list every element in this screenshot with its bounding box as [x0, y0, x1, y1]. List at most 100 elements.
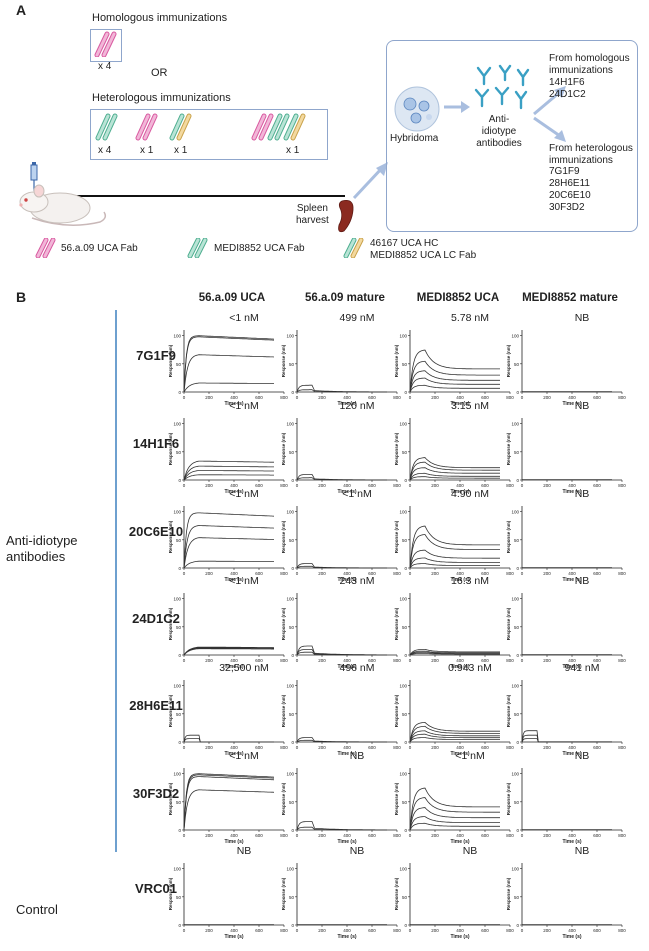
legend-label-hybrid: 46167 UCA HC MEDI8852 UCA LC Fab	[370, 238, 477, 261]
sensorgram-curve	[409, 652, 500, 656]
x-tick-label: 800	[618, 928, 626, 933]
x-axis-label: Time (s)	[450, 401, 469, 407]
y-tick-label: 100	[286, 510, 294, 515]
x-axis-label: Time (s)	[562, 751, 581, 757]
x-tick-label: 200	[431, 395, 439, 400]
y-tick-label: 50	[176, 895, 182, 900]
x-tick-label: 0	[409, 833, 412, 838]
x-tick-label: 800	[618, 395, 626, 400]
x-tick-label: 400	[230, 658, 238, 663]
sensorgram-curve	[409, 730, 501, 743]
y-tick-label: 50	[402, 800, 408, 805]
sensorgram-curve	[409, 467, 500, 481]
x-tick-label: 600	[368, 395, 376, 400]
mixed-fab-icons	[251, 113, 306, 141]
y-tick-label: 0	[291, 478, 294, 483]
y-tick-label: 0	[291, 828, 294, 833]
y-tick-label: 0	[516, 923, 519, 928]
x-tick-label: 200	[431, 833, 439, 838]
x-tick-label: 600	[368, 928, 376, 933]
y-axis-label: Response (nm)	[394, 782, 399, 815]
sensorgram-curve	[183, 647, 274, 656]
group-bracket	[115, 310, 117, 852]
sensorgram-curve	[183, 474, 274, 481]
kd-value: 243 nM	[339, 575, 375, 587]
heterologous-count-2: x 1	[140, 145, 154, 156]
x-tick-label: 800	[280, 745, 288, 750]
x-tick-label: 600	[255, 928, 263, 933]
sensorgram-curve	[409, 384, 500, 393]
x-tick-label: 0	[521, 833, 524, 838]
split-arrows	[533, 86, 566, 142]
y-tick-label: 0	[291, 923, 294, 928]
kd-value: NB	[349, 845, 365, 857]
x-tick-label: 400	[568, 658, 576, 663]
x-tick-label: 400	[343, 395, 351, 400]
group-label: Anti-idiotype antibodies	[6, 533, 78, 564]
legend-label-56-uca: 56.a.09 UCA Fab	[61, 243, 138, 254]
sensorgram-curve	[296, 651, 387, 656]
y-tick-label: 50	[176, 625, 182, 630]
sensorgram-curve	[296, 737, 388, 743]
sensorgram-curve	[409, 472, 500, 481]
y-tick-label: 100	[173, 867, 181, 872]
legend-label-medi-uca: MEDI8852 UCA Fab	[214, 243, 305, 254]
sensorgram-curve	[296, 645, 387, 656]
x-tick-label: 200	[543, 483, 551, 488]
y-tick-label: 50	[289, 362, 295, 367]
y-axis-label: Response (nm)	[394, 877, 399, 910]
y-axis-label: Response (nm)	[168, 344, 173, 377]
x-tick-label: 800	[506, 483, 514, 488]
kd-value: NB	[574, 312, 590, 324]
sensorgram-curve	[521, 738, 612, 743]
y-axis-label: Response (nm)	[506, 782, 511, 815]
x-axis-label: Time (s)	[224, 839, 243, 845]
y-tick-label: 0	[178, 390, 181, 395]
x-tick-label: 600	[368, 745, 376, 750]
sensorgram-curve	[183, 470, 274, 481]
hybridoma-label: Hybridoma	[390, 133, 439, 144]
y-tick-label: 50	[402, 450, 408, 455]
from-heterologous-item-4: 30F3D2	[549, 202, 585, 213]
y-axis-label: Response (nm)	[168, 520, 173, 553]
anti-idiotype-label: Anti- idiotype antibodies	[476, 114, 522, 149]
sensorgram-curve	[183, 382, 274, 393]
y-tick-label: 0	[516, 478, 519, 483]
y-axis-label: Response (nm)	[281, 607, 286, 640]
sensorgram-curve	[183, 460, 274, 481]
x-tick-label: 600	[255, 571, 263, 576]
x-tick-label: 800	[280, 483, 288, 488]
y-tick-label: 100	[511, 684, 519, 689]
y-axis-label: Response (nm)	[168, 694, 173, 727]
sensorgram-curve	[409, 721, 500, 743]
sensorgram-curve	[409, 370, 500, 393]
x-tick-label: 0	[409, 658, 412, 663]
y-tick-label: 50	[289, 712, 295, 717]
timeline-line	[34, 195, 345, 197]
x-tick-label: 600	[481, 483, 489, 488]
y-tick-label: 0	[291, 740, 294, 745]
x-tick-label: 600	[368, 658, 376, 663]
x-tick-label: 800	[280, 395, 288, 400]
y-tick-label: 0	[404, 653, 407, 658]
x-tick-label: 200	[543, 928, 551, 933]
kd-value: 3.15 nM	[451, 400, 489, 412]
kd-value: NB	[574, 575, 590, 587]
y-axis-label: Response (nm)	[281, 877, 286, 910]
sensorgram-curve	[296, 384, 387, 393]
x-tick-label: 400	[230, 928, 238, 933]
x-axis-label: Time (s)	[562, 839, 581, 845]
x-tick-label: 0	[521, 395, 524, 400]
panel-a-letter: A	[16, 2, 27, 18]
y-tick-label: 50	[176, 712, 182, 717]
heterologous-box	[90, 109, 328, 160]
heterologous-fab-icons	[95, 113, 306, 141]
y-tick-label: 0	[404, 478, 407, 483]
sensorgram-curve	[409, 377, 500, 393]
kd-value: 120 nM	[339, 400, 375, 412]
